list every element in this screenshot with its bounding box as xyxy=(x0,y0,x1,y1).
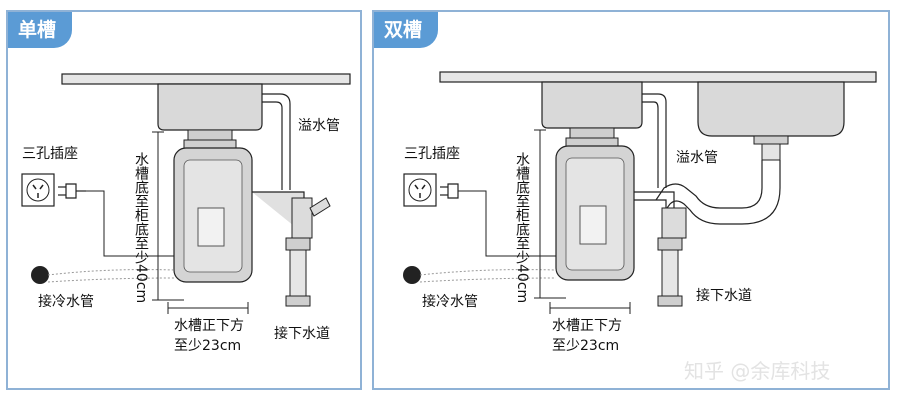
power-cord xyxy=(86,190,174,257)
sink-basin xyxy=(157,83,263,131)
right-sink-basin xyxy=(697,81,845,137)
overflow-label: 溢水管 xyxy=(676,150,718,166)
drain-label: 接下水道 xyxy=(274,325,330,342)
power-cord xyxy=(458,190,556,257)
cold-water-label: 接冷水管 xyxy=(38,293,94,310)
cold-water-line xyxy=(419,269,557,276)
countertop xyxy=(61,73,351,85)
double-sink-panel: 双槽 xyxy=(372,10,890,390)
plug-icon xyxy=(65,183,77,199)
sink-flange xyxy=(187,129,233,141)
drain-pipe xyxy=(289,249,307,297)
disposer-label-plate xyxy=(197,207,225,247)
height-label: 水槽底至柜底至少40cm xyxy=(514,152,530,303)
disposer-label-plate xyxy=(579,205,607,245)
distance-label-line1: 水槽正下方 xyxy=(552,318,622,334)
cold-water-label: 接冷水管 xyxy=(422,293,478,310)
socket-label: 三孔插座 xyxy=(404,146,460,162)
cold-water-valve-icon xyxy=(31,266,49,284)
distance-label-line2: 至少23cm xyxy=(552,338,619,354)
left-sink-basin xyxy=(541,81,643,129)
distance-label-line2: 至少23cm xyxy=(174,338,241,354)
outlet-pipe xyxy=(634,191,675,212)
height-label: 水槽底至柜底至少40cm xyxy=(133,152,149,303)
socket-label: 三孔插座 xyxy=(22,146,78,162)
single-sink-panel: 单槽 xyxy=(6,10,362,390)
overflow-pipe xyxy=(262,93,291,190)
right-trap-pipe xyxy=(655,160,763,209)
countertop xyxy=(439,71,877,83)
overflow-pipe xyxy=(642,93,667,188)
drain-label: 接下水道 xyxy=(696,287,752,304)
cold-water-line xyxy=(47,269,175,276)
double-sink-diagram: 三孔插座 溢水管 水槽底至柜底至少40cm 接冷水管 水槽正下方 至少23cm … xyxy=(403,71,877,383)
cold-water-valve-icon xyxy=(403,266,421,284)
plug-icon xyxy=(447,183,459,199)
watermark: 知乎 @余库科技 xyxy=(684,359,830,383)
drain-pipe xyxy=(661,249,679,297)
sink-flange xyxy=(569,127,615,139)
single-sink-diagram: 三孔插座 溢水管 水槽底至柜底至少40cm 接冷水管 水槽正下方 至少23cm … xyxy=(21,73,351,354)
double-sink-tag: 双槽 xyxy=(374,12,439,48)
overflow-label: 溢水管 xyxy=(298,118,340,134)
single-sink-tag: 单槽 xyxy=(8,12,73,48)
distance-label-line1: 水槽正下方 xyxy=(174,318,244,334)
